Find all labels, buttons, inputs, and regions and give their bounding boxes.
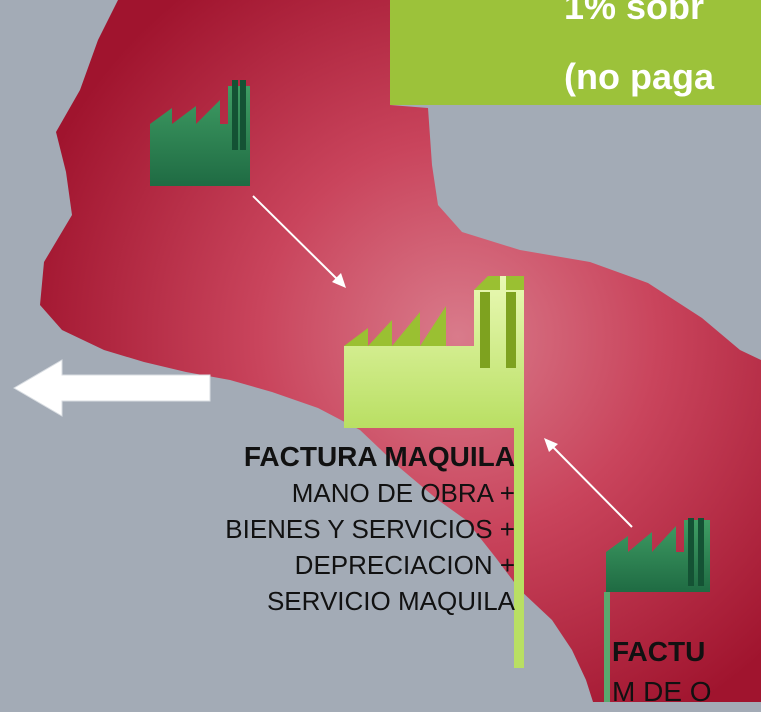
factory-icon (604, 518, 710, 702)
arrow-left-icon (13, 359, 211, 417)
factura-maquila-caption: FACTURA MAQUILA MANO DE OBRA + BIENES Y … (225, 439, 515, 619)
caption-line: BIENES Y SERVICIOS + (225, 514, 515, 544)
factory-icon (344, 276, 524, 668)
caption-title: FACTURA MAQUILA (243, 441, 515, 472)
flow-arrow (544, 438, 633, 528)
caption-line: M DE O (612, 676, 712, 707)
factory-icon (150, 80, 250, 186)
bottom-factory-caption: FACTU M DE O (612, 632, 712, 712)
caption-line: DEPRECIACION + (294, 550, 515, 580)
banner-line-1: 1% sobr (564, 0, 705, 27)
flow-arrow (252, 195, 346, 288)
tax-note-banner: 1% sobr (no paga (390, 0, 761, 105)
caption-title: FACTU (612, 636, 706, 667)
banner-line-2: (no paga (564, 56, 714, 97)
caption-line: MANO DE OBRA + (291, 478, 515, 508)
caption-line: SERVICIO MAQUILA (266, 586, 515, 616)
